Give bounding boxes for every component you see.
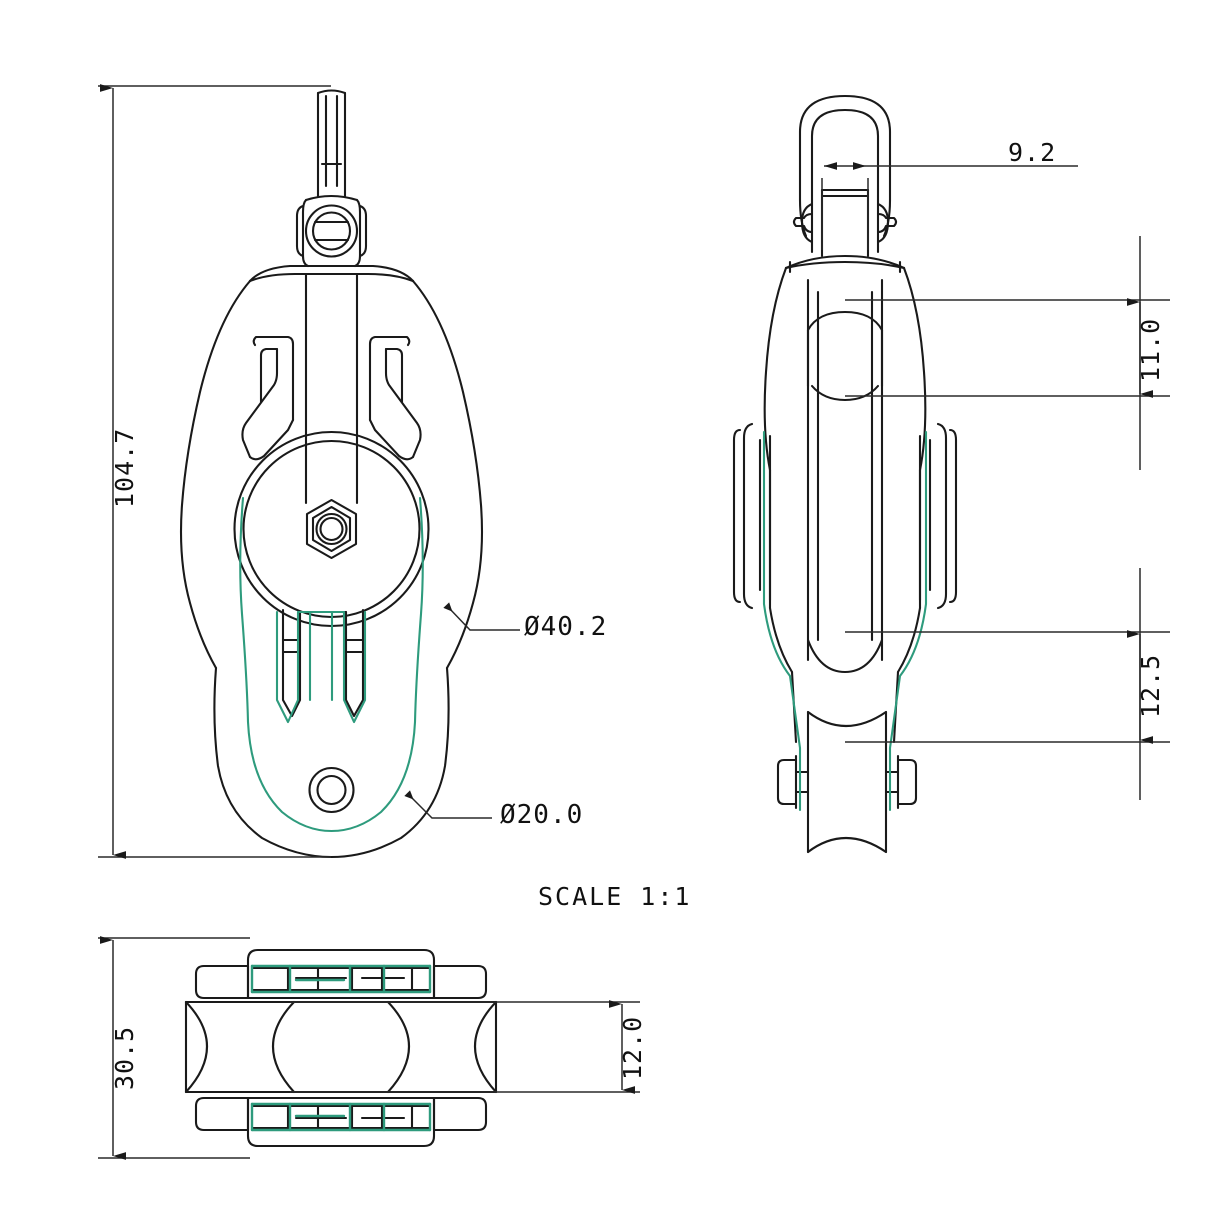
scale-note: SCALE 1:1 — [538, 882, 692, 911]
dim-label-upper-offset: 11.0 — [1136, 317, 1165, 382]
front-view-geometry — [179, 89, 484, 859]
dim-label-overall-width: 30.5 — [110, 1025, 139, 1090]
side-view-accent — [762, 430, 928, 812]
bottom-view-geometry — [184, 948, 498, 1148]
dim-label-sheave-diameter: Ø40.2 — [524, 612, 608, 642]
leader-sheave-diameter — [443, 602, 520, 631]
side-view-geometry — [732, 94, 958, 854]
leader-becket-diameter — [404, 790, 492, 819]
dim-label-becket-diameter: Ø20.0 — [500, 800, 584, 830]
front-view-accent — [239, 496, 424, 833]
dim-label-shackle-width: 9.2 — [1008, 138, 1057, 167]
dimension-lines — [98, 84, 1170, 1160]
dim-label-overall-height: 104.7 — [110, 427, 139, 508]
bottom-view-accent — [250, 964, 432, 1132]
dim-label-groove-width: 12.0 — [618, 1015, 647, 1080]
dim-label-lower-offset: 12.5 — [1136, 653, 1165, 718]
